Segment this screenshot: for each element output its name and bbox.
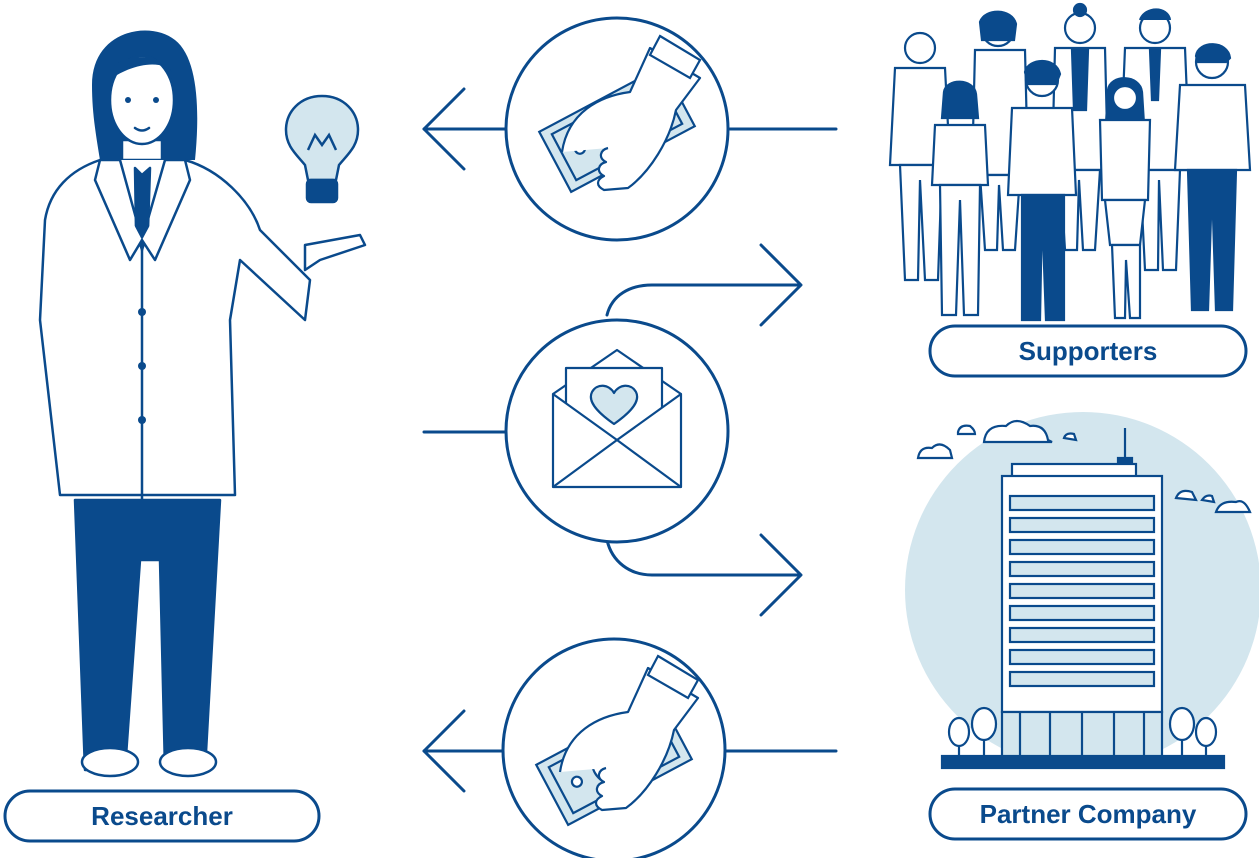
partner-company-label: Partner Company xyxy=(928,787,1248,841)
hand-with-yen-bill-icon: ¥ xyxy=(501,637,727,858)
connector-middle-down xyxy=(605,538,802,577)
supporters-label: Supporters xyxy=(928,324,1248,378)
hand-with-yen-bill-icon: ¥ xyxy=(504,16,730,242)
arrowhead-middle-down-icon xyxy=(759,533,803,617)
supporter-person xyxy=(1173,43,1252,312)
researcher-label-text: Researcher xyxy=(91,801,233,831)
supporter-person xyxy=(1098,77,1152,320)
supporters-label-text: Supporters xyxy=(1019,336,1158,366)
researcher-figure-icon xyxy=(38,30,367,778)
lightbulb-icon xyxy=(284,94,360,204)
people-group-icon xyxy=(888,2,1252,322)
researcher-label: Researcher xyxy=(3,789,321,843)
office-building-icon xyxy=(905,412,1259,770)
supporter-person xyxy=(930,80,990,317)
supporter-person xyxy=(1006,59,1078,322)
partner-company-label-text: Partner Company xyxy=(980,799,1197,829)
arrowhead-top-left-icon xyxy=(422,87,466,171)
arrowhead-middle-up-icon xyxy=(759,243,803,327)
connector-middle-up xyxy=(605,283,802,317)
envelope-heart-icon xyxy=(504,318,730,544)
arrowhead-bottom-left-icon xyxy=(422,709,466,793)
